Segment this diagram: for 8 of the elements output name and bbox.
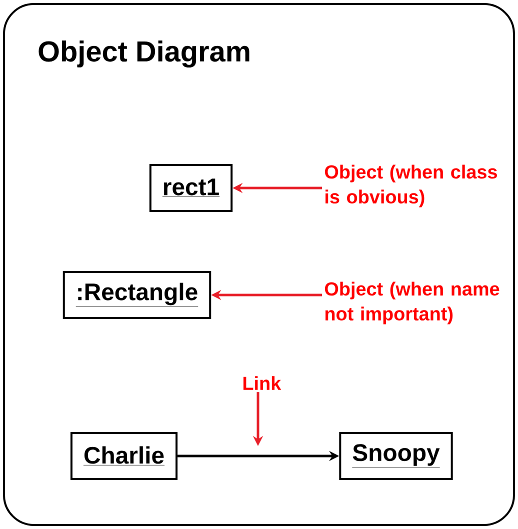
object-box: rect1	[149, 164, 233, 212]
object-box: Charlie	[70, 432, 178, 480]
annotation-text: Object (when class is obvious)	[324, 164, 497, 208]
annotation-text: Link	[243, 376, 282, 390]
diagram-title: Object Diagram	[38, 40, 250, 68]
object-box: :Rectangle	[62, 271, 212, 319]
object-box: Snoopy	[339, 432, 453, 480]
annotation-text: Object (when name not important)	[324, 282, 500, 324]
